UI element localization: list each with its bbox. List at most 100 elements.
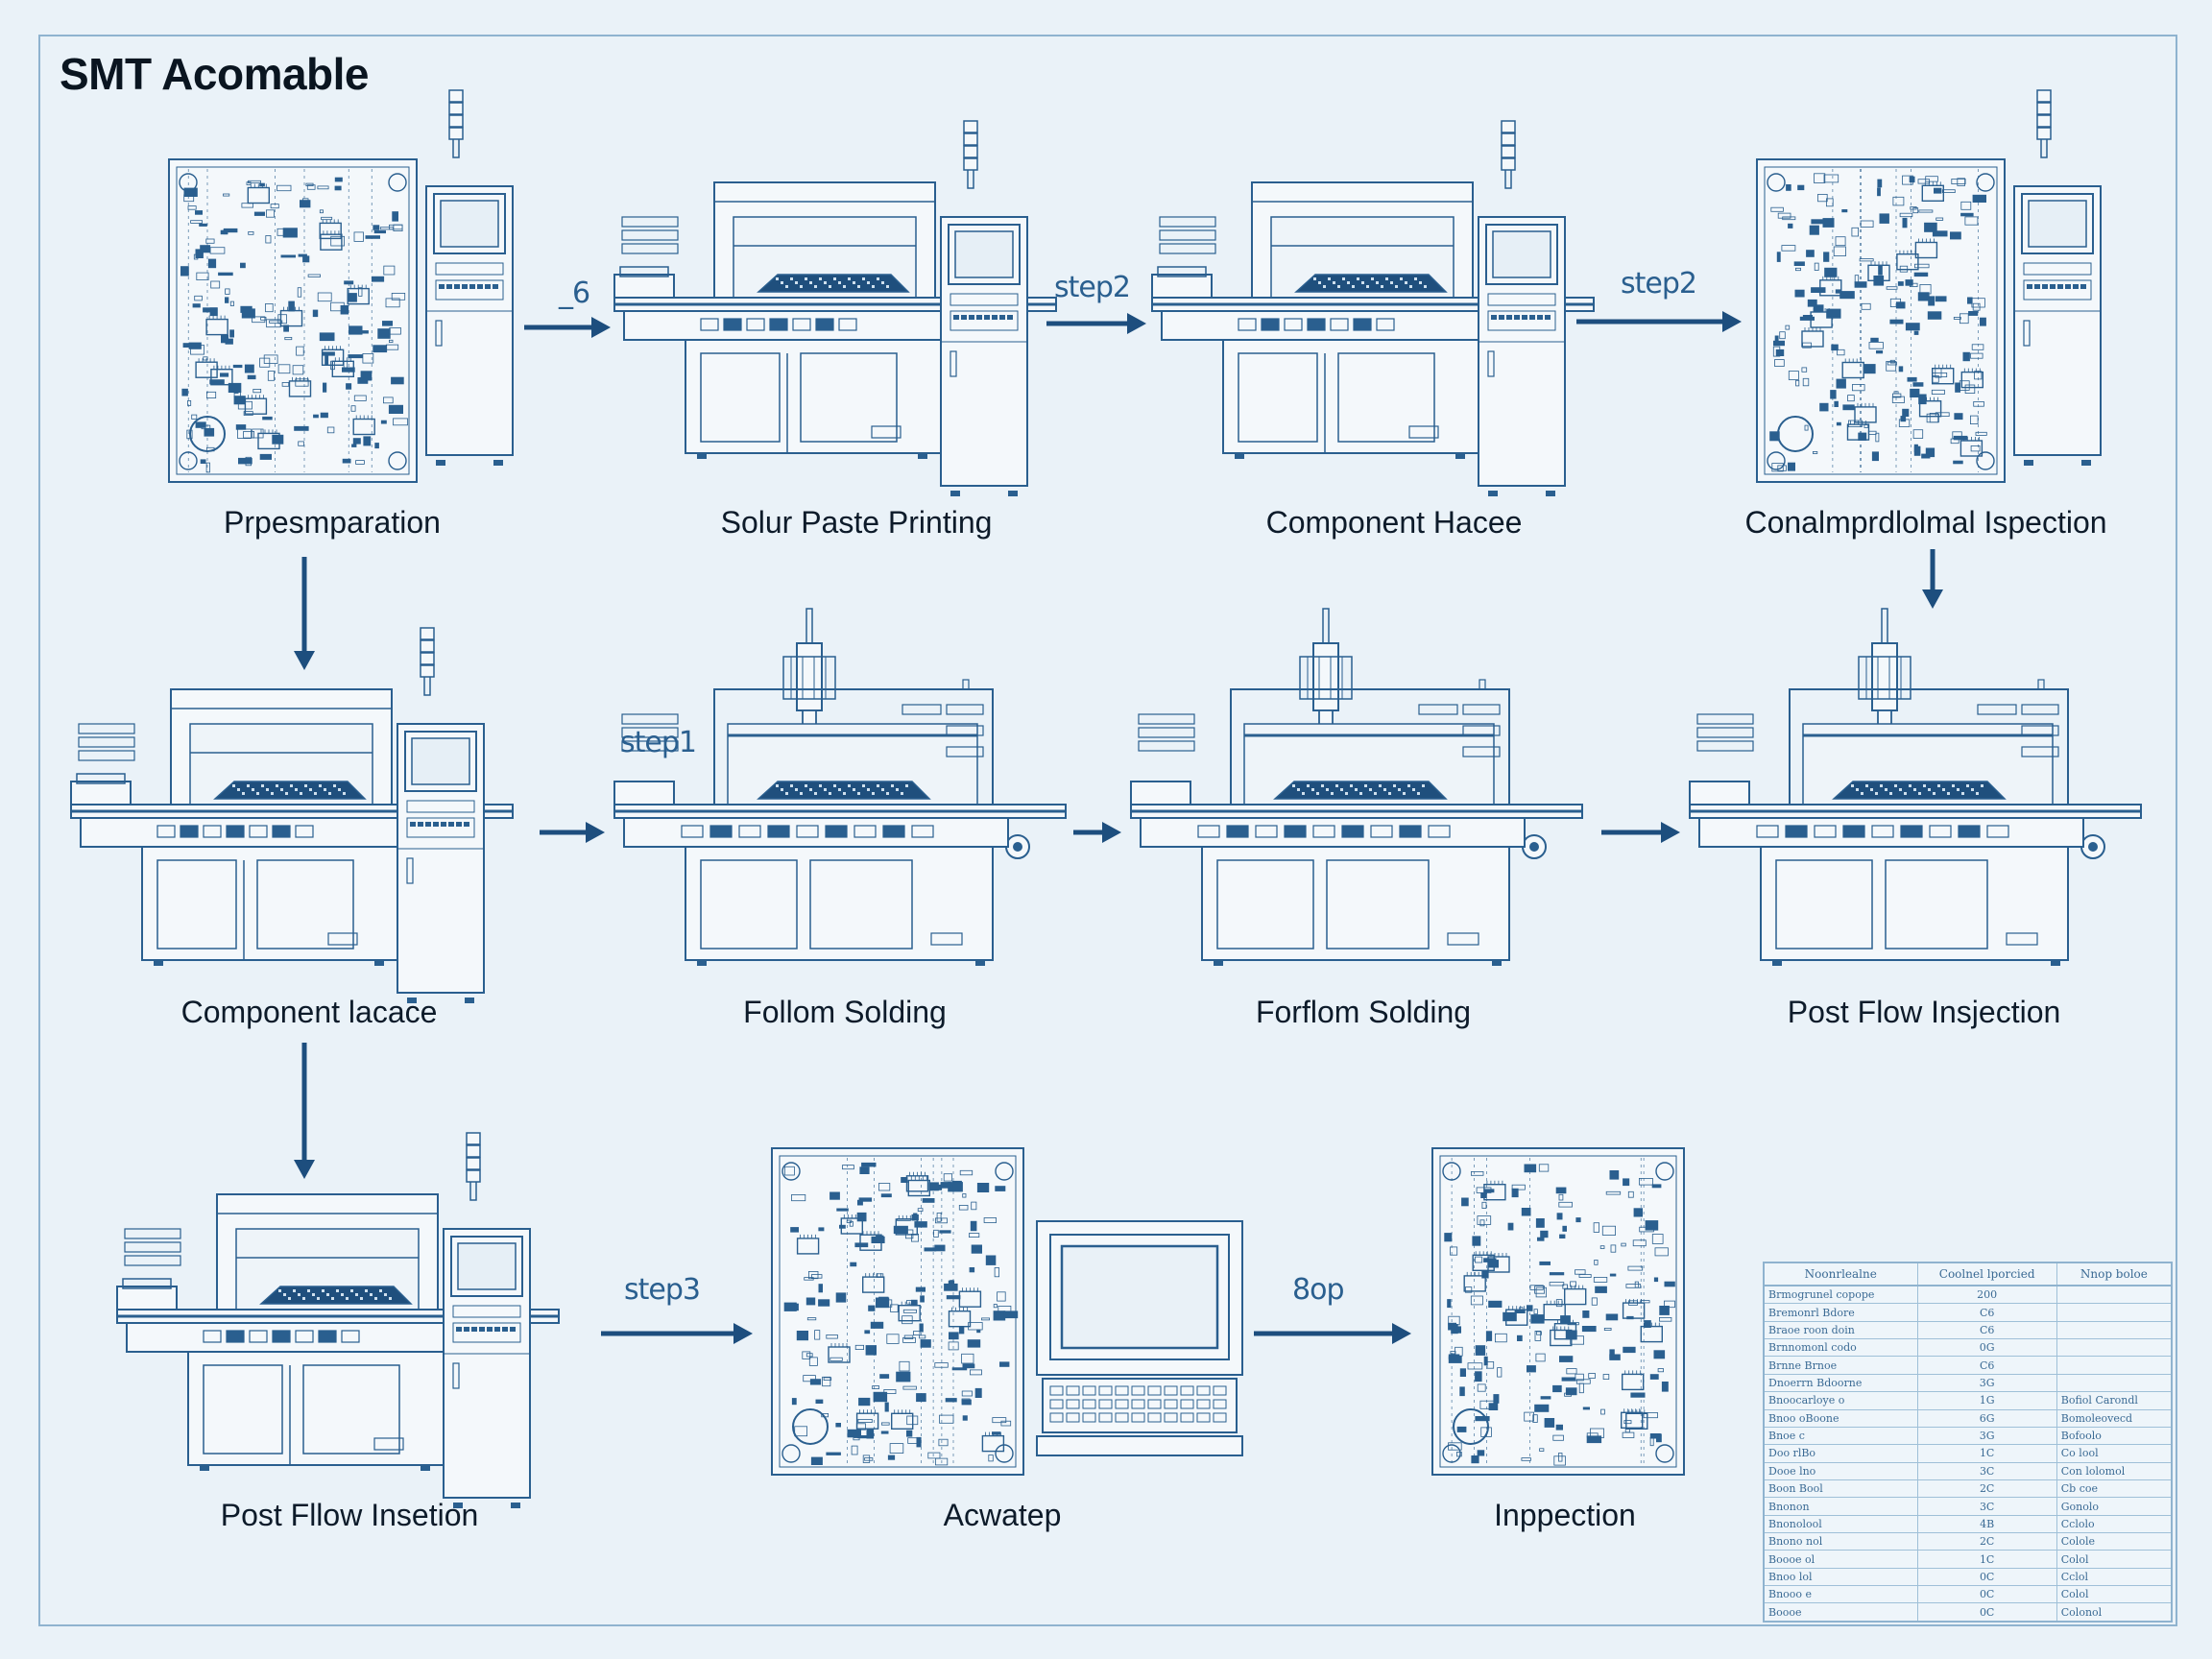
step-tag: step1 <box>620 726 697 759</box>
stage-label: Conalmprdlolmal Ispection <box>1744 505 2107 540</box>
table-cell: 1G <box>1916 1391 2057 1410</box>
flow-arrow <box>540 822 605 843</box>
step-tag: 8op <box>1292 1273 1344 1307</box>
flow-arrow <box>601 1323 753 1344</box>
flow-arrow <box>1576 311 1742 332</box>
stage-label: Component lacace <box>180 995 438 1029</box>
table-cell: 6G <box>1916 1408 2057 1428</box>
table-cell: Brnnomonl codo <box>1764 1338 1918 1357</box>
table-cell: Bnoo oBoone <box>1764 1408 1918 1428</box>
table-cell: Bnoe c <box>1764 1426 1918 1445</box>
table-cell: Bnonon <box>1764 1497 1918 1516</box>
table-cell: Brmogrunel copope <box>1764 1285 1918 1304</box>
table-cell: Bnooo e <box>1764 1585 1918 1603</box>
table-cell: C6 <box>1916 1303 2057 1322</box>
flow-arrow <box>1254 1323 1411 1344</box>
flow-arrow <box>1046 313 1146 334</box>
placement-machine-icon <box>1689 608 2142 966</box>
table-cell: Co lool <box>2056 1444 2172 1463</box>
stage-inspection-1 <box>1756 89 2102 483</box>
table-cell: Bnoocarloye o <box>1764 1391 1918 1410</box>
table-cell: Bnoo lol <box>1764 1567 1918 1586</box>
pcb-board-icon <box>771 1147 1243 1476</box>
pcb-station-icon <box>1756 89 2102 483</box>
smt-machine-icon <box>613 120 1057 496</box>
stage-label: Solur Paste Printing <box>720 505 993 540</box>
stage-label: Component Hacee <box>1265 505 1523 540</box>
pcb-board-icon <box>1431 1147 1685 1476</box>
table-cell: Boooe <box>1764 1602 1918 1622</box>
stage-label: Follom Solding <box>743 995 947 1029</box>
table-cell: Con lolomol <box>2056 1461 2172 1480</box>
smt-machine-icon <box>1151 120 1595 496</box>
table-header: Nnop boloe <box>2056 1262 2172 1286</box>
table-cell: Bnonolool <box>1764 1514 1918 1533</box>
results-table: Noonrlealne Coolnel lporcied Nnop boloe … <box>1763 1262 2173 1623</box>
table-cell: 1C <box>1916 1444 2057 1463</box>
table-cell: 0C <box>1916 1585 2057 1603</box>
table-cell: 3C <box>1916 1461 2057 1480</box>
flow-arrow <box>524 317 611 338</box>
table-cell: Gonolo <box>2056 1497 2172 1516</box>
step-tag: step2 <box>1054 271 1131 304</box>
step-tag: _6 <box>559 276 590 310</box>
table-cell <box>2056 1320 2172 1339</box>
pcb-station-icon <box>168 89 514 483</box>
table-header-row: Noonrlealne Coolnel lporcied Nnop boloe <box>1764 1262 2172 1286</box>
table-cell: Colole <box>2056 1532 2172 1551</box>
step-tag: step2 <box>1621 267 1697 301</box>
table-cell: Bremonrl Bdore <box>1764 1303 1918 1322</box>
table-cell: Colol <box>2056 1550 2172 1569</box>
table-cell: 0G <box>1916 1338 2057 1357</box>
table-cell: Boooe ol <box>1764 1550 1918 1569</box>
table-cell: 4B <box>1916 1514 2057 1533</box>
stage-post-flow-inspection-2 <box>116 1132 560 1508</box>
stage-preparation <box>168 89 514 483</box>
table-cell: 0C <box>1916 1567 2057 1586</box>
table-cell: Cb coe <box>2056 1479 2172 1498</box>
table-cell: Doo rlBo <box>1764 1444 1918 1463</box>
table-cell: Braoe roon doin <box>1764 1320 1918 1339</box>
table-cell: Bofoolo <box>2056 1426 2172 1445</box>
table-cell: C6 <box>1916 1320 2057 1339</box>
table-cell <box>2056 1338 2172 1357</box>
table-cell: 3G <box>1916 1373 2057 1392</box>
flow-arrow <box>1601 822 1680 843</box>
table-cell: Dooe lno <box>1764 1461 1918 1480</box>
smt-machine-icon <box>70 627 514 1003</box>
table-cell: Colol <box>2056 1585 2172 1603</box>
table-cell: Brnne Brnoe <box>1764 1356 1918 1375</box>
table-cell: Boon Bool <box>1764 1479 1918 1498</box>
flow-arrow <box>1922 549 1943 609</box>
table-cell: Cclolo <box>2056 1514 2172 1533</box>
step-tag: step3 <box>624 1273 701 1307</box>
flow-arrow <box>294 1043 315 1179</box>
stage-automated-test <box>771 1147 1243 1476</box>
table-cell: Cclol <box>2056 1567 2172 1586</box>
stage-component-place-1 <box>1151 120 1595 496</box>
page-title: SMT Acomable <box>60 49 370 99</box>
flow-arrow <box>1073 822 1121 843</box>
stage-post-flow-inspection-1 <box>1689 608 2142 966</box>
table-cell: Colonol <box>2056 1602 2172 1622</box>
stage-solder-paste-printing <box>613 120 1057 496</box>
stage-component-place-2 <box>70 627 514 1003</box>
diagram-frame <box>38 35 2177 1626</box>
stage-label: Acwatep <box>943 1498 1062 1532</box>
table-cell: Bnono nol <box>1764 1532 1918 1551</box>
stage-label: Prpesmparation <box>224 505 441 540</box>
table-cell: Dnoerrn Bdoorne <box>1764 1373 1918 1392</box>
